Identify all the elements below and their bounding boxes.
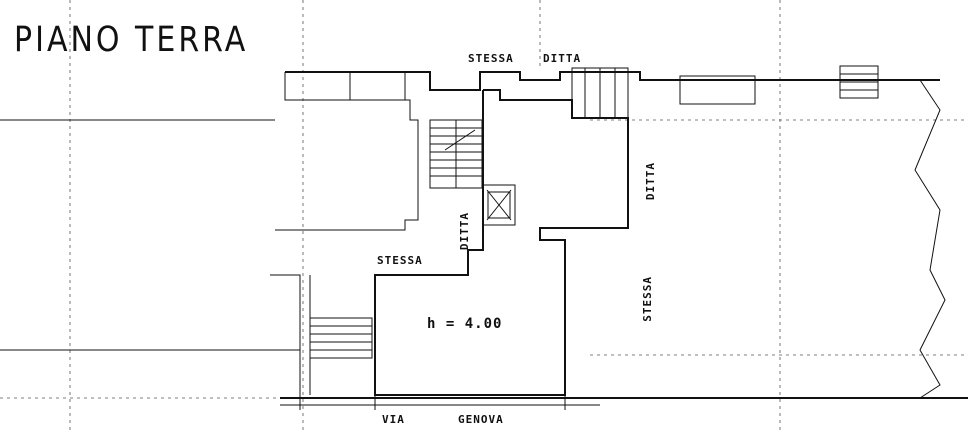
staircase <box>429 119 483 189</box>
left-reference-lines <box>0 119 300 351</box>
lower-left-stairs <box>270 274 373 395</box>
label-ditta-top: DITTA <box>543 52 582 65</box>
label-ditta-center: DITTA <box>458 212 471 251</box>
label-ditta-right: DITTA <box>644 162 657 201</box>
left-block <box>275 72 419 231</box>
label-street-genova: GENOVA <box>458 413 504 426</box>
street-line <box>280 392 968 410</box>
right-area <box>914 79 946 399</box>
label-street-via: VIA <box>382 413 405 426</box>
top-facade <box>285 65 940 119</box>
label-stessa-right: STESSA <box>641 276 654 322</box>
central-unit <box>374 89 629 396</box>
label-stessa-top: STESSA <box>468 52 514 65</box>
label-height: h = 4.00 <box>427 316 503 332</box>
label-stessa-left: STESSA <box>377 254 423 267</box>
page-title: PIANO TERRA <box>14 20 249 61</box>
